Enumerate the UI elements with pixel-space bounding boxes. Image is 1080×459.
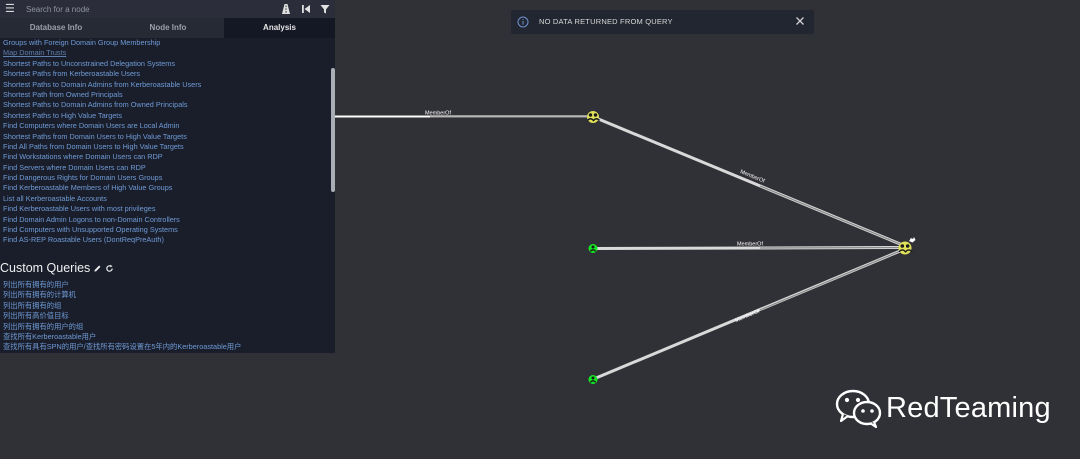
query-link[interactable]: Shortest Paths to Domain Admins from Own… bbox=[3, 100, 188, 110]
info-icon bbox=[517, 16, 529, 28]
edge-memberof-3-shade bbox=[759, 246, 906, 249]
tab-database-info[interactable]: Database Info bbox=[29, 23, 83, 32]
custom-queries-title: Custom Queries bbox=[0, 261, 91, 275]
hamburger-menu-icon[interactable]: ☰ bbox=[5, 3, 15, 15]
edge-memberof-4-shade bbox=[759, 248, 906, 311]
query-link[interactable]: Shortest Paths to Domain Admins from Ker… bbox=[3, 79, 202, 89]
query-link[interactable]: Find Workstations where Domain Users can… bbox=[3, 152, 163, 162]
query-link[interactable]: Shortest Paths from Kerberoastable Users bbox=[3, 69, 141, 79]
diamond-icon bbox=[909, 237, 916, 243]
edge-label-4: MemberOf bbox=[734, 308, 761, 324]
sidebar-panel: ☰ Database Info Node Info Analysis Group… bbox=[0, 0, 335, 353]
query-link[interactable]: Find Servers where Domain Users can RDP bbox=[3, 162, 146, 172]
tab-node-info[interactable]: Node Info bbox=[149, 23, 187, 32]
scrollbar-thumb[interactable] bbox=[331, 68, 335, 192]
query-link[interactable]: Find AS-REP Roastable Users (DontReqPreA… bbox=[3, 235, 164, 245]
query-link[interactable]: Find Kerberoastable Members of High Valu… bbox=[3, 183, 173, 193]
custom-query-link[interactable]: 列出所有高价值目标 bbox=[3, 311, 69, 321]
search-input[interactable] bbox=[22, 1, 280, 17]
query-link[interactable]: Find Computers with Unsupported Operatin… bbox=[3, 225, 178, 235]
edge-label-1: MemberOf bbox=[425, 111, 451, 117]
search-bar: ☰ bbox=[0, 0, 335, 18]
custom-query-list: 列出所有拥有的用户 列出所有拥有的计算机 列出所有拥有的组 列出所有高价值目标 … bbox=[3, 280, 323, 353]
user-node-icon[interactable] bbox=[588, 244, 598, 253]
query-link[interactable]: Find Kerberoastable Users with most priv… bbox=[3, 204, 156, 214]
query-link[interactable]: Find Computers where Domain Users are Lo… bbox=[3, 121, 180, 131]
custom-query-link[interactable]: 列出所有拥有的组 bbox=[3, 300, 62, 310]
query-link[interactable]: Map Domain Trusts bbox=[3, 48, 67, 58]
edit-pencil-icon[interactable] bbox=[93, 264, 102, 273]
refresh-icon[interactable] bbox=[105, 264, 114, 273]
watermark: RedTeaming bbox=[834, 388, 1051, 428]
filter-icon[interactable] bbox=[319, 3, 331, 15]
query-link[interactable]: Shortest Paths to Unconstrained Delegati… bbox=[3, 58, 175, 68]
custom-queries-header: Custom Queries bbox=[0, 260, 114, 276]
sidebar-tabs: Database Info Node Info Analysis bbox=[0, 18, 335, 38]
custom-query-link[interactable]: 列出所有拥有的用户 bbox=[3, 280, 69, 289]
edge-memberof-2-shade bbox=[759, 185, 906, 247]
watermark-text: RedTeaming bbox=[886, 391, 1051, 424]
query-link[interactable]: Shortest Paths to High Value Targets bbox=[3, 110, 122, 120]
custom-query-link[interactable]: 查找所有具有SPN的用户/查找所有密码设置在5年内的Kerberoastable… bbox=[3, 342, 242, 352]
step-back-icon[interactable] bbox=[300, 3, 312, 15]
custom-query-link[interactable]: 列出所有拥有的计算机 bbox=[3, 290, 76, 300]
query-link[interactable]: Shortest Path from Owned Principals bbox=[3, 89, 123, 99]
notification-message: NO DATA RETURNED FROM QUERY bbox=[539, 17, 673, 26]
notification-toast: NO DATA RETURNED FROM QUERY bbox=[511, 10, 814, 34]
prebuilt-query-list: Groups with Foreign Domain Group Members… bbox=[3, 38, 323, 246]
pathfinding-icon[interactable] bbox=[280, 3, 292, 15]
query-link[interactable]: Find Domain Admin Logons to non-Domain C… bbox=[3, 214, 180, 224]
user-node-icon[interactable] bbox=[588, 375, 598, 384]
custom-query-link[interactable]: 列出所有拥有的用户的组 bbox=[3, 321, 84, 331]
query-link[interactable]: Find Dangerous Rights for Domain Users G… bbox=[3, 173, 163, 183]
custom-query-link[interactable]: 查找所有Kerberoastable用户 bbox=[3, 331, 97, 341]
tab-analysis[interactable]: Analysis bbox=[224, 18, 335, 38]
wechat-logo-icon bbox=[835, 389, 882, 428]
close-icon[interactable] bbox=[795, 16, 805, 26]
edge-label-3: MemberOf bbox=[737, 242, 763, 248]
group-node-icon[interactable] bbox=[586, 111, 601, 123]
query-link[interactable]: List all Kerberoastable Accounts bbox=[3, 193, 107, 203]
high-value-group-node-icon[interactable] bbox=[898, 237, 916, 255]
query-link[interactable]: Groups with Foreign Domain Group Members… bbox=[3, 38, 161, 47]
query-link[interactable]: Find All Paths from Domain Users to High… bbox=[3, 141, 184, 151]
query-link[interactable]: Shortest Paths from Domain Users to High… bbox=[3, 131, 187, 141]
